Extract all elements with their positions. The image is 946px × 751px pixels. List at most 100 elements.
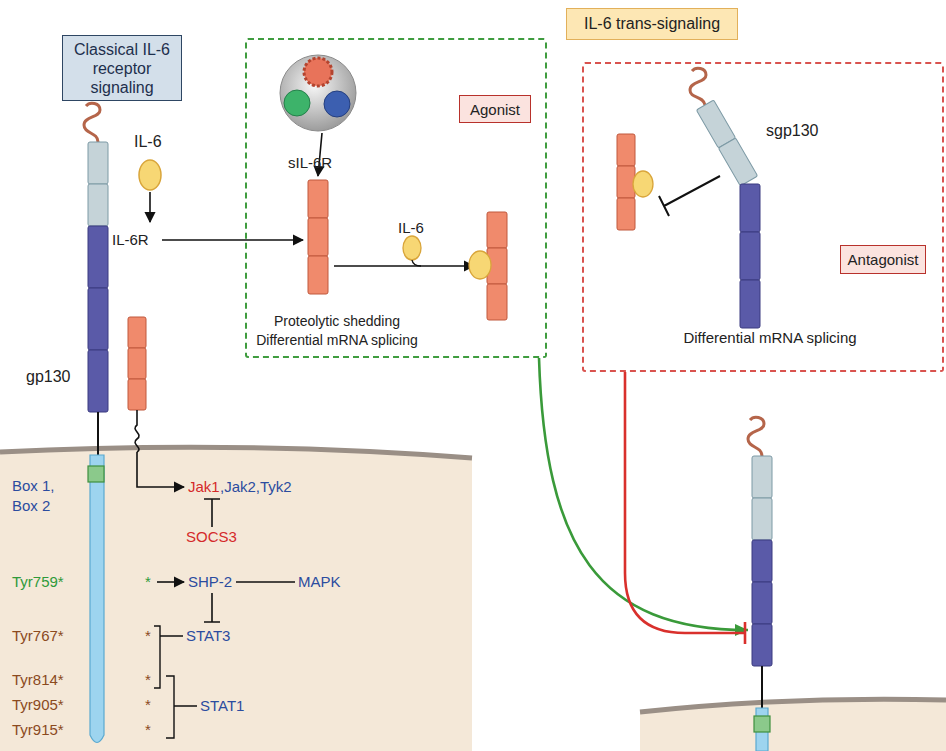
phospho-mark: * <box>145 671 151 689</box>
node-text: Proteolytic shedding Differential mRNA s… <box>247 312 427 350</box>
residue-label: Tyr814* <box>12 671 64 689</box>
cytoplasmic-tail <box>90 455 104 743</box>
residue-label: Tyr759* <box>12 573 64 591</box>
il6-ligand <box>633 171 653 197</box>
cytoplasm <box>0 447 472 751</box>
binding-arrow <box>149 192 151 222</box>
gp130-domain <box>88 184 108 226</box>
phospho-mark: * <box>145 627 151 645</box>
antagonist-box: Antagonist <box>840 245 926 274</box>
heading-box: IL-6 trans-signaling <box>566 8 738 40</box>
inhibition-line <box>204 593 220 622</box>
cell-membrane <box>0 447 472 458</box>
sgp130-domain <box>740 280 760 328</box>
inhibition-line <box>659 176 720 216</box>
inhibition-line <box>625 372 745 644</box>
phospho-mark: * <box>145 573 151 591</box>
cell-membrane <box>640 699 946 712</box>
cell-granule <box>324 91 350 117</box>
gp130-domain <box>752 582 772 624</box>
sil6r-domain <box>487 284 507 320</box>
inhibition-line <box>204 499 220 527</box>
box-motif <box>754 716 770 732</box>
protein-label: STAT1 <box>200 697 244 715</box>
gp130-domain <box>88 350 108 412</box>
sil6r-domain <box>487 212 507 248</box>
sgp130-domain <box>718 138 757 186</box>
sil6r-domain <box>308 180 328 218</box>
kinase-label: ,Jak2,Tyk2 <box>220 478 292 496</box>
receptor-label: sgp130 <box>766 122 819 140</box>
agonist-box: Agonist <box>459 95 531 123</box>
il6r-domain <box>128 317 146 348</box>
immune-cell <box>280 55 356 131</box>
pathway-label: MAPK <box>298 573 341 591</box>
transmembrane-stalk <box>97 412 99 455</box>
ligand-label: IL-6 <box>398 219 424 237</box>
motif-label: Box 1, Box 2 <box>12 476 72 516</box>
il6r-domain <box>128 379 146 410</box>
cytoplasm <box>640 699 946 751</box>
activation-arrow <box>539 358 748 636</box>
box-motif <box>88 466 104 482</box>
receptor-label: sIL-6R <box>288 154 332 172</box>
complex-arrow <box>334 265 474 267</box>
gp130-domain <box>88 226 108 288</box>
jak-arrow <box>137 452 184 487</box>
connector-line <box>625 372 745 633</box>
kinase-label: Jak1 <box>188 478 220 496</box>
bracket <box>166 676 197 738</box>
sil6r-domain <box>308 218 328 256</box>
node-text: Antagonist <box>848 251 919 268</box>
gp130-domain <box>88 288 108 350</box>
node-text: IL-6 trans-signaling <box>584 15 720 33</box>
cell-granule <box>304 58 332 86</box>
residue-label: Tyr915* <box>12 721 64 739</box>
node-text: Classical IL-6 receptor signaling <box>65 40 179 97</box>
pathway-line <box>236 581 295 583</box>
protein-label: SOCS3 <box>186 528 237 546</box>
arrowhead <box>735 624 748 636</box>
sil6r-domain <box>617 166 635 198</box>
ig-domain-coil <box>690 68 706 105</box>
residue-label: Tyr905* <box>12 696 64 714</box>
node-text: Agonist <box>470 101 520 118</box>
sgp130-domain <box>740 232 760 280</box>
gp130-domain <box>752 624 772 666</box>
sil6r-domain <box>308 256 328 294</box>
agonist-dashed-box: Proteolytic shedding Differential mRNA s… <box>245 38 547 358</box>
il6r-domain <box>128 348 146 379</box>
sil6r-domain <box>617 198 635 230</box>
receptor-label: gp130 <box>26 368 71 386</box>
sil6r-domain <box>617 134 635 166</box>
ig-domain-coil <box>84 103 100 142</box>
receptor-label: IL-6R <box>112 231 149 249</box>
shedding-arrow <box>162 239 303 241</box>
cell-granule <box>284 90 310 116</box>
gp130-receptor <box>748 415 776 705</box>
protein-label: SHP-2 <box>188 573 232 591</box>
il6-ligand <box>469 251 491 279</box>
protein-label: STAT3 <box>186 627 230 645</box>
gp130-domain <box>752 498 772 540</box>
connector-line <box>539 358 748 630</box>
inhibition-bar <box>744 622 747 644</box>
gp130-domain <box>752 456 772 498</box>
recruit-arrow <box>157 581 184 583</box>
bracket <box>154 626 183 688</box>
node-text: Differential mRNA splicing <box>650 328 890 347</box>
transmembrane-stalk <box>761 666 763 708</box>
il6-ligand <box>403 236 421 260</box>
ligand-label: IL-6 <box>134 133 162 151</box>
ligand-joiner <box>412 260 421 266</box>
residue-label: Tyr767* <box>12 627 64 645</box>
il6-ligand <box>139 160 161 190</box>
gp130-domain <box>88 142 108 184</box>
ig-domain-coil <box>748 417 764 456</box>
gp130-domain <box>752 540 772 582</box>
transmembrane-stalk <box>135 410 139 452</box>
